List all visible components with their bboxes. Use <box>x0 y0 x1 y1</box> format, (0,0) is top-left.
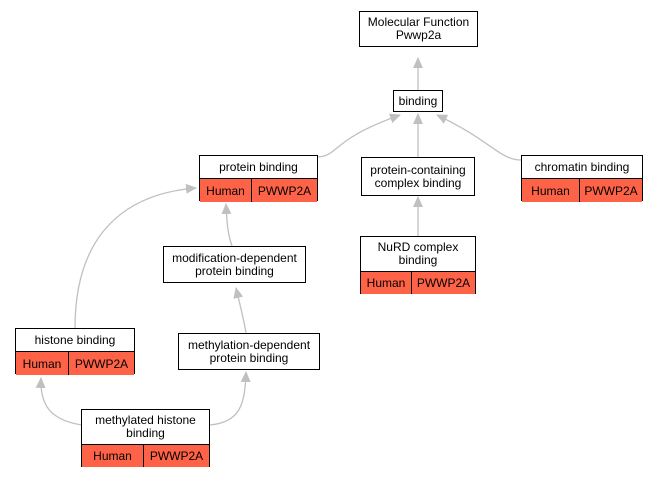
annotation-gene: PWWP2A <box>68 352 134 375</box>
node-label: chromatin binding <box>534 159 630 174</box>
annotation-species: Human <box>93 449 132 463</box>
annotation-species: Human <box>531 183 570 198</box>
annotation-row: Human PWWP2A <box>522 178 642 202</box>
edge-chromatin-binding-to-binding <box>436 114 522 161</box>
edge-methylation-dependent-to-modification-dependent <box>233 287 247 334</box>
annotation-species: Human <box>366 276 406 290</box>
annotation-gene: PWWP2A <box>579 179 642 202</box>
node-label: methylated histone binding <box>95 413 196 440</box>
annotation-row: Human PWWP2A <box>361 271 475 294</box>
edge-methylated-histone-to-histone-binding <box>35 377 83 426</box>
edge-histone-binding-to-protein-binding <box>74 183 197 329</box>
annotation-row: Human PWWP2A <box>200 178 317 202</box>
annotation-row: Human PWWP2A <box>16 351 134 375</box>
node-label: NuRD complex binding <box>377 240 459 267</box>
annotation-species: Human <box>206 183 245 198</box>
edge-protein-binding-to-binding <box>317 113 401 158</box>
node-label: histone binding <box>34 332 116 347</box>
node-label: methylation-dependent protein binding <box>187 337 311 365</box>
node-histone-binding[interactable]: histone binding Human PWWP2A <box>15 328 135 375</box>
edge-modification-dependent-to-protein-binding <box>221 203 233 247</box>
node-protein-binding[interactable]: protein binding Human PWWP2A <box>199 155 318 202</box>
node-methylation-dependent-protein-binding[interactable]: methylation-dependent protein binding <box>178 333 320 370</box>
annotation-gene: PWWP2A <box>143 445 209 467</box>
node-label: protein-containing complex binding <box>370 162 466 190</box>
annotation-gene: PWWP2A <box>251 179 317 202</box>
node-modification-dependent-protein-binding[interactable]: modification-dependent protein binding <box>163 246 306 283</box>
annotation-species: Human <box>22 356 62 371</box>
edge-methylated-histone-to-methylation-dependent <box>209 371 251 426</box>
node-binding[interactable]: binding <box>393 90 443 112</box>
node-nurd-complex-binding[interactable]: NuRD complex binding Human PWWP2A <box>360 236 476 294</box>
annotation-gene: PWWP2A <box>411 272 475 294</box>
node-methylated-histone-binding[interactable]: methylated histone binding Human PWWP2A <box>81 409 210 467</box>
node-protein-containing-complex-binding[interactable]: protein-containing complex binding <box>361 157 475 196</box>
node-label: Molecular Function Pwwp2a <box>367 15 470 42</box>
node-molecular-function[interactable]: Molecular Function Pwwp2a <box>359 11 478 47</box>
node-label: protein binding <box>219 159 298 174</box>
node-chromatin-binding[interactable]: chromatin binding Human PWWP2A <box>521 155 643 202</box>
annotation-row: Human PWWP2A <box>82 444 209 467</box>
node-label: binding <box>398 93 438 108</box>
node-label: modification-dependent protein binding <box>172 250 297 278</box>
